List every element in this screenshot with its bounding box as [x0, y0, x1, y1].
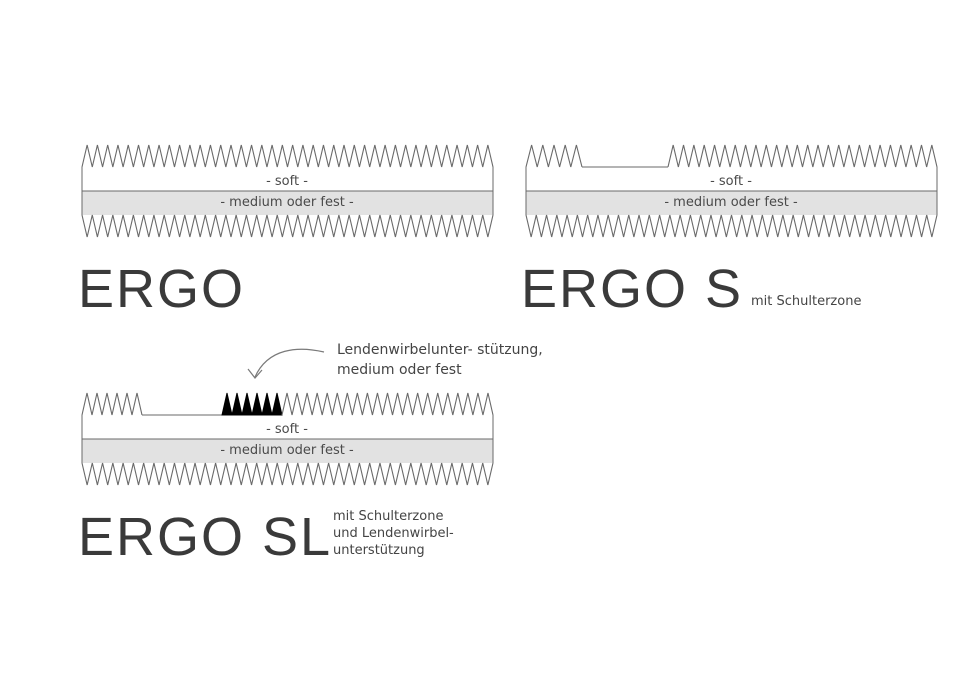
top-wave-profile-right	[281, 392, 494, 416]
ergo-s-subtitle: mit Schulterzone	[751, 293, 861, 310]
callout-arrow-curve	[254, 348, 325, 378]
ergo-mattress-diagram: - soft - - medium oder fest -	[81, 144, 494, 238]
ergo-title: ERGO	[78, 259, 246, 319]
subtitle-line: unterstützung	[333, 543, 425, 558]
lumbar-support-callout: Lendenwirbelunter- stützung, medium oder…	[337, 340, 543, 380]
callout-line: Lendenwirbelunter- stützung,	[337, 342, 543, 358]
ergo-sl-subtitle: mit Schulterzone und Lendenwirbel- unter…	[333, 508, 454, 559]
top-wave-profile	[81, 144, 494, 168]
ergo-s-mattress-cross-section: - soft - - medium oder fest -	[525, 144, 938, 238]
top-wave-profile-right	[667, 144, 938, 168]
callout-arrow-head	[247, 368, 263, 379]
bottom-layer-label: - medium oder fest -	[220, 195, 354, 210]
lower-layer	[526, 191, 937, 215]
bottom-layer-label: - medium oder fest -	[220, 443, 354, 458]
callout-line: medium oder fest	[337, 362, 462, 378]
subtitle-line: mit Schulterzone	[751, 294, 862, 309]
ergo-s-mattress-diagram: - soft - - medium oder fest -	[525, 144, 938, 238]
top-wave-profile-left	[81, 392, 143, 416]
subtitle-line: und Lendenwirbel-	[333, 526, 454, 541]
ergo-sl-title: ERGO SL	[78, 507, 333, 567]
bottom-wave-profile	[81, 214, 494, 238]
callout-arrow	[247, 348, 325, 379]
lumbar-support-zone	[221, 392, 283, 416]
top-wave-profile-left	[525, 144, 583, 168]
lower-layer	[82, 439, 493, 463]
ergo-s-title: ERGO S	[521, 259, 744, 319]
top-layer-label: - soft -	[710, 174, 752, 189]
ergo-sl-mattress-cross-section: - soft - - medium oder fest -	[81, 392, 494, 486]
top-layer-label: - soft -	[266, 174, 308, 189]
bottom-wave-profile	[81, 462, 494, 486]
ergo-sl-mattress-diagram: - soft - - medium oder fest -	[81, 392, 494, 486]
bottom-layer-label: - medium oder fest -	[664, 195, 798, 210]
ergo-mattress-cross-section: - soft - - medium oder fest -	[81, 144, 494, 238]
bottom-wave-profile	[525, 214, 938, 238]
lower-layer	[82, 191, 493, 215]
subtitle-line: mit Schulterzone	[333, 509, 444, 524]
top-layer-label: - soft -	[266, 422, 308, 437]
